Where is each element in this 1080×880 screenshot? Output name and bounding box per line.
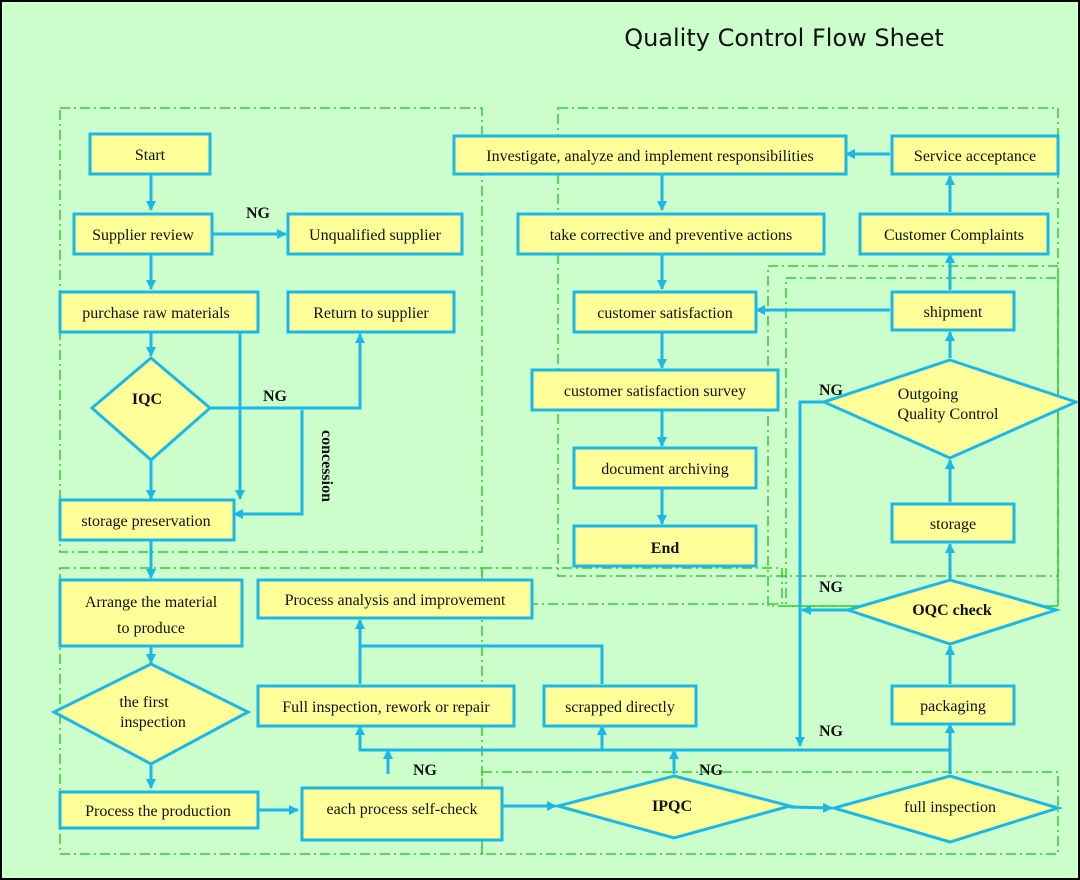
satisfaction-survey-box	[530, 368, 780, 412]
supplier-review-label: Supplier review	[92, 227, 194, 244]
first-inspection-label-line1: the first	[119, 694, 169, 711]
end-box	[572, 524, 758, 568]
customer-complaints-box	[858, 212, 1050, 256]
ng-label-iqc: NG	[263, 388, 288, 405]
process-production-box	[58, 790, 260, 830]
outgoing-label-line1: Outgoing	[898, 386, 958, 403]
rework-label: Full inspection, rework or repair	[282, 699, 490, 716]
customer-satisfaction-label: customer satisfaction	[597, 305, 733, 322]
arrow-ng-bus-to-rework	[355, 725, 952, 774]
unqualified-supplier-box	[286, 212, 464, 256]
ng-label-self-check: NG	[413, 762, 438, 779]
packaging-label: packaging	[920, 698, 986, 715]
arrow-ipqc-to-full-inspection	[789, 802, 833, 813]
self-check-label: each process self-check	[326, 801, 477, 818]
arrange-material-label-line2: to produce	[117, 620, 185, 637]
line-rework-scrapped-merge	[358, 644, 604, 684]
investigate-label: Investigate, analyze and implement respo…	[486, 148, 813, 165]
document-archiving-label: document archiving	[601, 461, 729, 478]
full-inspection-label: full inspection	[904, 799, 996, 816]
first-inspection-label-line2: inspection	[120, 714, 186, 731]
start-label: Start	[135, 147, 166, 164]
customer-complaints-label: Customer Complaints	[884, 227, 1024, 244]
ng-label-outgoing: NG	[819, 382, 844, 399]
first-inspection-diamond	[50, 662, 252, 766]
ipqc-label: IPQC	[652, 798, 692, 815]
end-label: End	[651, 540, 680, 557]
service-acceptance-label: Service acceptance	[914, 148, 1036, 165]
purchase-raw-materials-label: purchase raw materials	[82, 305, 229, 322]
arrow-iqc-concession-to-storage	[233, 410, 304, 519]
packaging-box	[890, 684, 1016, 726]
iqc-label: IQC	[132, 391, 162, 408]
iqc-diamond	[89, 356, 213, 462]
purchase-raw-materials-box	[58, 290, 260, 334]
process-production-label: Process the production	[85, 803, 231, 820]
start-box	[88, 132, 212, 176]
storage-box	[890, 502, 1016, 544]
full-inspection-diamond	[828, 774, 1064, 844]
unqualified-supplier-label: Unqualified supplier	[309, 227, 442, 244]
ng-label-oqc: NG	[819, 579, 844, 596]
satisfaction-survey-label: customer satisfaction survey	[564, 383, 746, 400]
investigate-box	[452, 134, 848, 176]
outgoing-label-line2: Quality Control	[898, 406, 999, 423]
corrective-actions-box	[516, 212, 826, 256]
arrange-material-box	[58, 578, 244, 648]
supplier-review-box	[72, 212, 214, 256]
storage-preservation-box	[58, 498, 236, 542]
corrective-actions-label: take corrective and preventive actions	[550, 227, 793, 244]
customer-satisfaction-box	[572, 290, 758, 334]
ng-label-full-inspection: NG	[819, 723, 844, 740]
return-to-supplier-label: Return to supplier	[313, 305, 429, 322]
process-analysis-box	[256, 578, 534, 620]
self-check-box	[300, 786, 504, 842]
oqc-check-label: OQC check	[912, 602, 992, 619]
ng-label-supplier-review: NG	[246, 205, 271, 222]
scrapped-box	[542, 684, 698, 728]
oqc-check-diamond	[842, 578, 1062, 646]
arrange-material-label-line1: Arrange the material	[85, 594, 218, 611]
document-archiving-box	[572, 446, 758, 490]
shipment-box	[890, 290, 1016, 332]
storage-preservation-label: storage preservation	[81, 513, 210, 530]
concession-label: concession	[318, 430, 335, 502]
service-acceptance-box	[890, 134, 1060, 176]
shipment-label: shipment	[924, 304, 983, 321]
ng-label-ipqc: NG	[699, 762, 724, 779]
rework-box	[256, 684, 516, 728]
scrapped-label: scrapped directly	[565, 699, 675, 716]
diagram-title: Quality Control Flow Sheet	[624, 24, 944, 52]
return-to-supplier-box	[286, 290, 456, 334]
arrow-iqc-ng-to-return	[210, 333, 365, 410]
arrow-outgoing-ng-down	[795, 400, 824, 747]
storage-label: storage	[930, 516, 976, 533]
process-analysis-label: Process analysis and improvement	[285, 592, 506, 609]
outgoing-quality-diamond	[819, 358, 1078, 460]
ipqc-diamond	[552, 774, 796, 840]
